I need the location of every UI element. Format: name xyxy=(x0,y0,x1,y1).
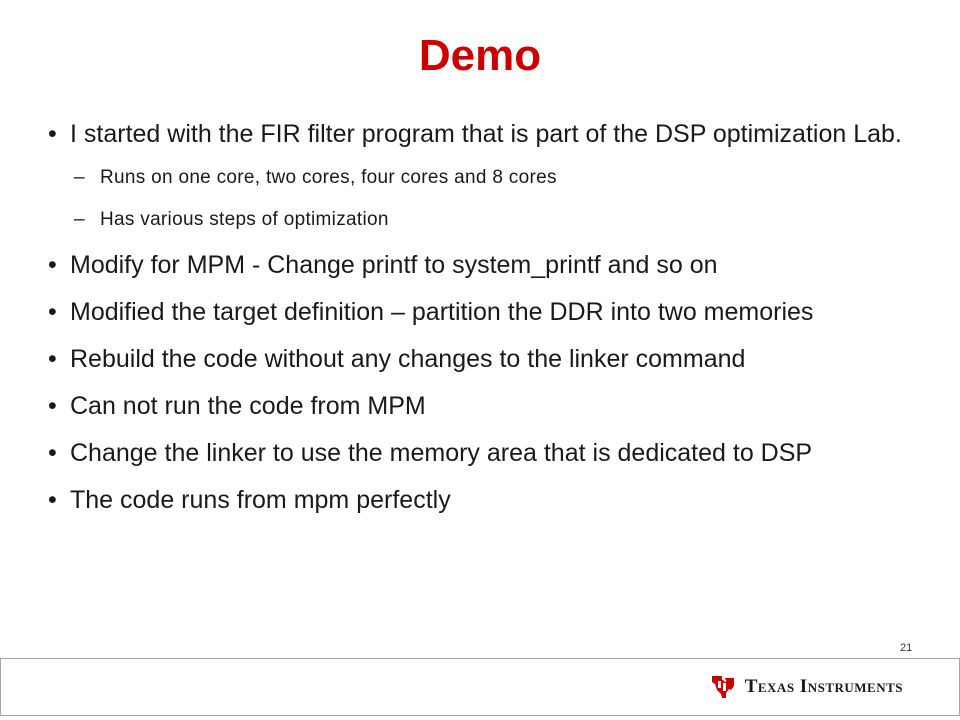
bullet-item: • Change the linker to use the memory ar… xyxy=(48,437,918,470)
texas-instruments-logo-icon xyxy=(711,676,734,698)
dash-glyph: – xyxy=(74,167,85,188)
bullet-glyph: • xyxy=(48,486,57,514)
sub-bullet-item: – Has various steps of optimization xyxy=(48,207,918,233)
bullet-glyph: • xyxy=(48,251,57,279)
bullet-glyph: • xyxy=(48,392,57,420)
bullet-glyph: • xyxy=(48,298,57,326)
bullet-glyph: • xyxy=(48,439,57,467)
bullet-glyph: • xyxy=(48,120,57,148)
bullet-item: • I started with the FIR filter program … xyxy=(48,118,918,151)
logo-text: Texas Instruments xyxy=(744,676,903,697)
bullet-item: • The code runs from mpm perfectly xyxy=(48,484,918,517)
bullet-text: I started with the FIR filter program th… xyxy=(70,120,902,148)
page-number: 21 xyxy=(900,642,913,654)
footer-bar: Texas Instruments xyxy=(0,658,960,716)
sub-bullet-item: – Runs on one core, two cores, four core… xyxy=(48,165,918,191)
sub-bullet-text: Runs on one core, two cores, four cores … xyxy=(100,167,557,188)
bullet-item: • Rebuild the code without any changes t… xyxy=(48,343,918,376)
bullet-item: • Can not run the code from MPM xyxy=(48,390,918,423)
bullet-text: Can not run the code from MPM xyxy=(70,392,426,420)
company-logo: Texas Instruments xyxy=(709,673,903,701)
bullet-item: • Modify for MPM - Change printf to syst… xyxy=(48,249,918,282)
bullet-text: Modified the target definition – partiti… xyxy=(70,298,814,326)
bullet-text: The code runs from mpm perfectly xyxy=(70,486,451,514)
bullet-text: Rebuild the code without any changes to … xyxy=(70,345,746,373)
bullet-text: Change the linker to use the memory area… xyxy=(70,439,813,467)
slide-title: Demo xyxy=(418,31,542,80)
bullet-item: • Modified the target definition – parti… xyxy=(48,296,918,329)
bullet-glyph: • xyxy=(48,345,57,373)
sub-bullet-text: Has various steps of optimization xyxy=(100,209,389,230)
dash-glyph: – xyxy=(74,209,85,230)
bullet-list: • I started with the FIR filter program … xyxy=(48,118,918,531)
bullet-text: Modify for MPM - Change printf to system… xyxy=(70,251,718,279)
